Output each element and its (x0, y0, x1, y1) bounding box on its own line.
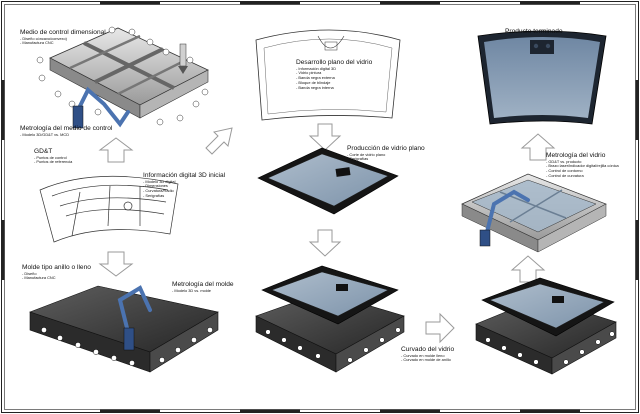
label-metrologia-medio: Metrología del medio de control Modelo 3… (20, 125, 112, 137)
produccion-items: Corte de vidrio plano Serigrafías (347, 152, 425, 163)
metrologia-medio-items: Modelo 3D/GD&T vs. MCD (20, 132, 112, 138)
metrologia-vidrio-item: GD&T vs. producto (546, 159, 619, 165)
arrow-up-2 (98, 251, 134, 277)
mold-illustration (29, 285, 219, 373)
curvado-title: Curvado del vidrio (401, 346, 455, 353)
metrologia-molde-title: Metrología del molde (172, 281, 234, 288)
produccion-item: Corte de vidrio plano (347, 152, 425, 158)
metrologia-molde-item: Modelo 3D vs. molde (172, 288, 234, 294)
gdt-item: Puntos de control (34, 155, 72, 161)
info-digital-item: Dimensiones (143, 184, 225, 189)
label-medio-control: Medio de control dimensional Diseño cónc… (20, 29, 106, 46)
curvado-item: Curvado en molde lleno (401, 353, 454, 359)
label-gdt: GD&T Puntos de control Puntos de referen… (34, 148, 72, 165)
metrologia-vidrio-item: Control de curvatura (546, 173, 619, 179)
metrologia-vidrio-item: Brazo laser/indicador digital/rejilla có… (546, 164, 618, 169)
desarrollo-items: Información digital 3D Vidrio pintura Ba… (296, 66, 372, 91)
curvado-items: Curvado en molde lleno Curvado en molde … (401, 353, 454, 364)
finished-product-illustration (477, 30, 607, 125)
metrologia-molde-items: Modelo 3D vs. molde (172, 288, 234, 294)
desarrollo-item: Bloque de blindaje (296, 80, 372, 86)
arrow-down-2 (308, 229, 342, 257)
info-digital-item: Modelo 3D digital (143, 179, 225, 185)
label-desarrollo: Desarrollo plano del vidrio Información … (296, 59, 372, 91)
metrologia-medio-title: Metrología del medio de control (20, 125, 113, 132)
label-info-digital: Información digital 3D inicial Modelo 3D… (143, 172, 225, 199)
metrologia-vidrio-title: Metrología del vidrio (546, 152, 606, 159)
desarrollo-item: Banda negra interna (296, 85, 372, 91)
info-digital-items: Modelo 3D digital Dimensiones Curvatura/… (143, 179, 225, 200)
producto-title: Producto terminado (505, 28, 563, 35)
arrow-diagonal (205, 127, 233, 155)
info-digital-title: Información digital 3D inicial (143, 172, 226, 179)
desarrollo-item: Información digital 3D (296, 66, 372, 72)
label-metrologia-molde: Metrología del molde Modelo 3D vs. molde (172, 281, 234, 293)
medio-control-item: Diseño cóncavo/convexo) (20, 36, 106, 42)
label-molde: Molde tipo anillo o lleno Diseño Manufac… (22, 264, 91, 281)
curvado-item: Curvado en molde de anillo (401, 358, 454, 363)
medio-control-title: Medio de control dimensional (20, 29, 106, 36)
molde-item: Manufactura CNC (22, 276, 91, 281)
produccion-item: Serigrafías (347, 157, 425, 162)
gdt-title: GD&T (34, 148, 53, 155)
molde-items: Diseño Manufactura CNC (22, 271, 91, 282)
label-curvado: Curvado del vidrio Curvado en molde llen… (401, 346, 454, 363)
arrow-up-3 (520, 133, 556, 161)
checking-fixture-illustration (36, 26, 209, 129)
arrow-right (425, 312, 455, 344)
desarrollo-item: Vidrio pintura (296, 71, 372, 76)
molde-item: Diseño (22, 271, 91, 277)
final-bent-glass-illustration (475, 277, 617, 375)
info-digital-item: Curvatura/Radio (143, 188, 225, 194)
metrologia-vidrio-item: Control de contorno (546, 168, 619, 174)
arrow-down-1 (308, 123, 342, 151)
medio-control-item: Manufactura CNC (20, 41, 106, 46)
metrologia-vidrio-items: GD&T vs. producto Brazo laser/indicador … (546, 159, 619, 180)
gdt-items: Puntos de control Puntos de referencia (34, 155, 72, 166)
molde-title: Molde tipo anillo o lleno (22, 264, 91, 271)
desarrollo-item: Banda negra externa (296, 75, 372, 81)
produccion-title: Producción de vidrio plano (347, 145, 425, 152)
glass-metrology-illustration (461, 173, 607, 253)
label-produccion: Producción de vidrio plano Corte de vidr… (347, 145, 425, 162)
medio-control-items: Diseño cóncavo/convexo) Manufactura CNC (20, 36, 106, 47)
label-producto: Producto terminado (505, 28, 563, 36)
flat-glass-production-illustration (257, 147, 399, 215)
desarrollo-title: Desarrollo plano del vidrio (296, 59, 373, 66)
info-digital-item: Serigrafías (143, 193, 225, 199)
arrow-up-1 (98, 137, 134, 163)
metrologia-medio-item: Modelo 3D/GD&T vs. MCD (20, 132, 112, 138)
label-metrologia-vidrio: Metrología del vidrio GD&T vs. producto … (546, 152, 619, 179)
bending-illustration (255, 265, 405, 373)
gdt-item: Puntos de referencia (34, 160, 72, 165)
